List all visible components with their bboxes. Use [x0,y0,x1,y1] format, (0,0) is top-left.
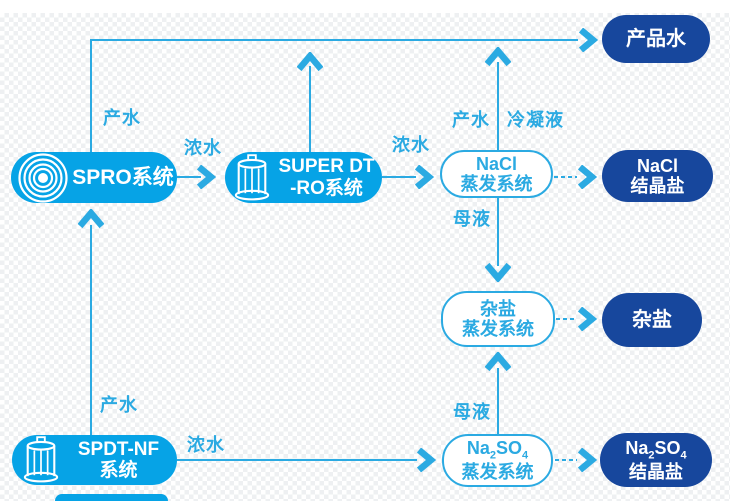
node-superdt-ro-system: SUPER DT-RO系统 [225,152,382,203]
node-label-line1: NaCl [636,155,678,176]
arrowhead-right-spdtnf-na2so4 [416,448,436,472]
edge-spro-superdt-line [177,176,201,178]
node-label: 杂盐 [632,308,672,331]
edge-label-nacl-condensate: 冷凝液 [507,110,564,130]
node-spro-system: SPRO系统 [11,152,177,203]
filter-cylinder-icon [22,436,60,484]
node-label-line2: -RO系统 [290,177,363,199]
node-label: SUPER DT-RO系统 [271,156,382,199]
edge-spro-up-line [90,40,92,152]
arrowhead-right-mixsalt [577,307,597,331]
arrowhead-up-superdt-product [297,52,323,72]
formula-subscript: 4 [680,449,687,462]
edge-label-nacl-feed: 产水 [452,110,490,130]
edge-mixsalt-dashed-line [556,318,577,320]
formula: Na2SO4 [466,438,528,462]
filter-cylinder-icon [233,153,271,202]
arrowhead-up-spdtnf-product [78,209,104,229]
formula-subscript: 2 [648,449,655,462]
edge-label-superdt-nacl: 浓水 [392,135,430,155]
node-label-line2: 蒸发系统 [462,319,534,339]
edge-superdt-up-line [309,66,311,152]
node-mixsalt-evaporation-system: 杂盐蒸发系统 [441,291,555,347]
formula-base: SO [496,438,523,459]
node-label-line2: 结晶盐 [630,176,685,196]
edge-label-na2so4-mother-liquor: 母液 [453,402,491,422]
node-label-line1: NaCl [475,153,517,174]
edge-label-spro-superdt: 浓水 [184,138,222,158]
arrowhead-right-superdt-nacl [414,165,434,189]
node-label: 杂盐蒸发系统 [443,299,553,339]
node-label-line1: SUPER DT [278,156,375,178]
node-label: SPRO系统 [72,165,174,189]
formula-base: SO [654,437,681,458]
formula-base: Na [466,438,490,459]
edge-spdtnf-up-line [90,225,92,435]
edge-spdtnf-concentrate-line [177,459,417,461]
arrowhead-right-nacl-salt [577,165,597,189]
formula-base: Na [625,437,649,458]
formula-subscript: 4 [522,450,529,463]
edge-nacl-up-line [497,62,499,150]
node-label: 产品水 [626,27,686,50]
concentric-circles-membrane-icon [17,152,69,204]
node-label-line1: 杂盐 [480,298,516,319]
arrowhead-down-nacl-motherliquor [485,262,511,282]
node-label-line2: 系统 [99,460,138,481]
node-mixsalt: 杂盐 [602,293,702,347]
node-label-line1: SPDT-NF [77,438,160,460]
arrowhead-right-spro-superdt [196,165,216,189]
arrowhead-up-na2so4-motherliquor [485,352,511,372]
formula-subscript: 2 [489,450,496,463]
edge-nacl-down-line [497,198,499,266]
formula: Na2SO4 [625,437,686,462]
edge-nacl-salt-dashed-line [554,176,577,178]
edge-label-spdtnf-concentrate: 浓水 [187,435,225,455]
node-label-line2: 蒸发系统 [461,462,534,483]
node-cutoff-pill-bottom [55,494,168,501]
arrowhead-right-to-product-water [578,28,598,52]
edge-na2so4-salt-dashed-line [555,459,577,461]
edge-superdt-nacl-line [382,176,416,178]
arrowhead-up-nacl-product [485,47,511,67]
edge-label-spro-product: 产水 [103,108,141,128]
node-label-line2: 蒸发系统 [460,174,533,194]
transparency-checkerboard-background [0,13,730,501]
node-product-water: 产品水 [602,15,710,63]
edge-label-spdtnf-product: 产水 [100,395,138,415]
node-label-line2: 结晶盐 [629,461,683,482]
arrowhead-right-na2so4-salt [577,448,597,472]
edge-product-water-line [90,39,578,41]
edge-na2so4-up-line [497,368,499,434]
edge-label-nacl-mother-liquor: 母液 [453,209,491,229]
